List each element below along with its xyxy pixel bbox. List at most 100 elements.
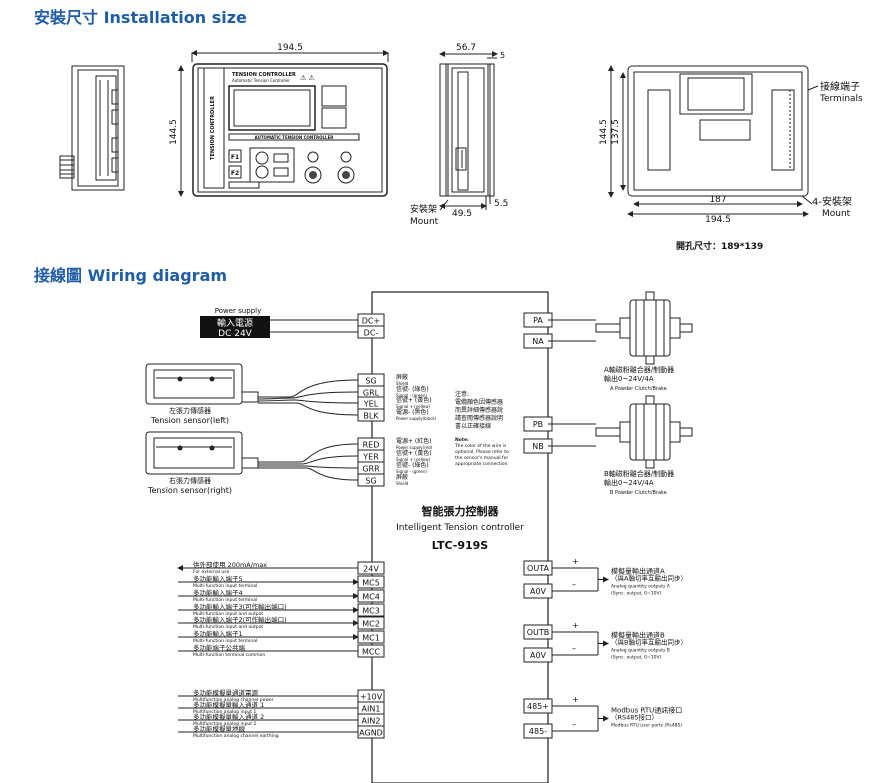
side-view-right — [439, 51, 498, 210]
left-io-en: Multi-function input and output — [193, 624, 263, 630]
note-en-line: The color of the wire is — [454, 443, 507, 449]
plus-sign: + — [572, 621, 579, 630]
signal-label-cn: 屏蔽 — [396, 473, 408, 481]
left-terminal-label: +10V — [360, 693, 383, 702]
left-terminal-label: MC4 — [362, 593, 380, 602]
right-terminal-label: A0V — [530, 587, 547, 596]
installation-title: 安裝尺寸 Installation size — [34, 8, 247, 27]
right-terminal: NA — [523, 333, 553, 349]
mount-en: Mount — [410, 217, 439, 227]
output-label-line: （與A軸切率互輸出同步） — [611, 574, 687, 583]
svg-text:F1: F1 — [231, 154, 239, 161]
left-io-en: Multi-function input and output — [193, 611, 263, 617]
sensor-right — [145, 431, 359, 481]
panel-subtitle: Automatic Tension Controller — [232, 78, 290, 83]
brake-a-cn: A軸磁粉離合器/制動器 — [604, 365, 674, 374]
controller-en: Intelligent Tension controller — [396, 523, 524, 533]
right-terminal: PB — [523, 416, 553, 432]
brake-a — [548, 291, 693, 365]
output-label-line: （與B軸切率互輸出同步） — [611, 638, 687, 647]
signal-label-cn: 電源- (黑色) — [396, 408, 429, 416]
signal-label-en: Signal - (green) — [396, 469, 427, 474]
left-terminal: MCC — [357, 644, 385, 658]
left-terminal: MC1 — [357, 630, 385, 644]
left-terminal: DC+ — [357, 313, 385, 327]
signal-label-en: Power supply(red) — [396, 445, 433, 450]
plus-sign: + — [572, 557, 579, 566]
left-terminal: YEL — [357, 396, 385, 410]
controller-box — [371, 291, 549, 783]
model: LTC-919S — [432, 539, 489, 552]
brake-b-out: 輸出0~24V/4A — [604, 478, 654, 487]
output-label-line: Analog quantity outputs A — [611, 584, 671, 590]
mount4-en: Mount — [822, 209, 851, 219]
left-terminal: +10V — [357, 689, 385, 703]
left-terminal: GRR — [357, 461, 385, 475]
left-terminal-label: RED — [363, 441, 380, 450]
panel-bar: AUTOMATIC TENSION CONTROLLER — [255, 135, 334, 140]
mount4-cn: 4-安裝架 — [812, 195, 852, 208]
analog-in-cn: 多功能模擬量地線 — [193, 724, 246, 733]
signal-label-cn: 信號- (綠色) — [396, 461, 429, 469]
right-terminal: PA — [523, 312, 553, 328]
left-terminal: MC2 — [357, 616, 385, 630]
left-terminal-label: GRR — [362, 465, 380, 474]
dim-front-width: 194.5 — [277, 43, 303, 53]
signal-label-cn: 屏蔽 — [396, 373, 408, 381]
left-terminal-label: AGND — [359, 729, 383, 738]
left-io-cn: 多功能輸入端子1 — [193, 629, 243, 638]
note-cn-line: 請查閱傳感器說明 — [455, 414, 503, 422]
dim-back-1445: 144.5 — [599, 119, 609, 145]
left-terminal: MC4 — [357, 589, 385, 603]
left-terminal-label: MC5 — [362, 579, 380, 588]
minus-sign: – — [572, 644, 576, 653]
left-terminal-label: DC- — [364, 329, 379, 338]
output-label-line: Modbus RTU user ports (Rs485) — [611, 723, 682, 729]
dim-front-height: 144.5 — [169, 119, 179, 145]
note-en-line: optional, Please refer to — [455, 449, 509, 455]
output-label-line: Analog quantity outputs B — [611, 648, 670, 654]
dim-side-55: 5.5 — [494, 199, 508, 209]
signal-label-cn: 信號+ (黃色) — [396, 449, 432, 457]
right-terminal-label: OUTB — [527, 628, 550, 637]
left-terminal: MC3 — [357, 603, 385, 617]
output-label-line: (Sync. output, 0~10V) — [611, 591, 662, 597]
power-cn: 輸入電源 — [217, 317, 253, 329]
right-terminal-label: NA — [532, 337, 544, 346]
output-block: +–Modbus RTU通訊接口（RS485接口）Modbus RTU user… — [552, 695, 682, 732]
signal-label-en: Signal + (yellow) — [396, 457, 431, 462]
left-terminal-label: MCC — [362, 648, 380, 657]
signal-label-en: Shield — [396, 381, 409, 386]
brake-a-out: 輸出0~24V/4A — [604, 374, 654, 383]
left-io-en: Multi-function input terminal — [193, 638, 257, 644]
right-terminal-label: A0V — [530, 651, 547, 660]
left-terminal-label: YER — [362, 453, 379, 462]
sensor-left-en: Tension sensor(left) — [150, 416, 229, 425]
dim-back-1375: 137.5 — [611, 119, 621, 145]
dim-side-5: 5 — [500, 51, 505, 60]
minus-sign: – — [572, 720, 576, 729]
left-io-cn: 多功能輸入端子4 — [193, 588, 243, 597]
left-terminal: BLK — [357, 408, 385, 422]
left-terminal: YER — [357, 449, 385, 463]
brake-a-en: A Powder Clutch/Brake — [610, 386, 667, 392]
terminals-en: Terminals — [819, 94, 863, 104]
sensor-left — [145, 363, 359, 416]
wire-note: 注意:電纜顏色因傳感器而異詳細傳感器說請查閱傳感器說明書以正確接線Note:Th… — [454, 390, 509, 467]
left-terminal-label: MC2 — [362, 620, 380, 629]
left-terminal-label: SG — [365, 477, 376, 486]
dim-side-495: 49.5 — [452, 209, 472, 219]
note-cn-line: 書以正確接線 — [455, 422, 491, 430]
left-terminal-label: SG — [365, 377, 376, 386]
right-terminal: A0V — [523, 583, 553, 599]
signal-label-en: Signal + (yellow) — [396, 404, 431, 409]
mount-cn: 安裝架 — [410, 203, 437, 215]
signal-label-cn: 電源+ (紅色) — [396, 437, 432, 445]
signal-label-en: Signal - (green) — [396, 393, 427, 398]
left-terminal-label: MC1 — [362, 634, 380, 643]
side-view-left — [59, 65, 125, 191]
panel-f2-button — [228, 165, 242, 179]
brake-b-en: B Powder Clutch/Brake — [610, 490, 667, 496]
